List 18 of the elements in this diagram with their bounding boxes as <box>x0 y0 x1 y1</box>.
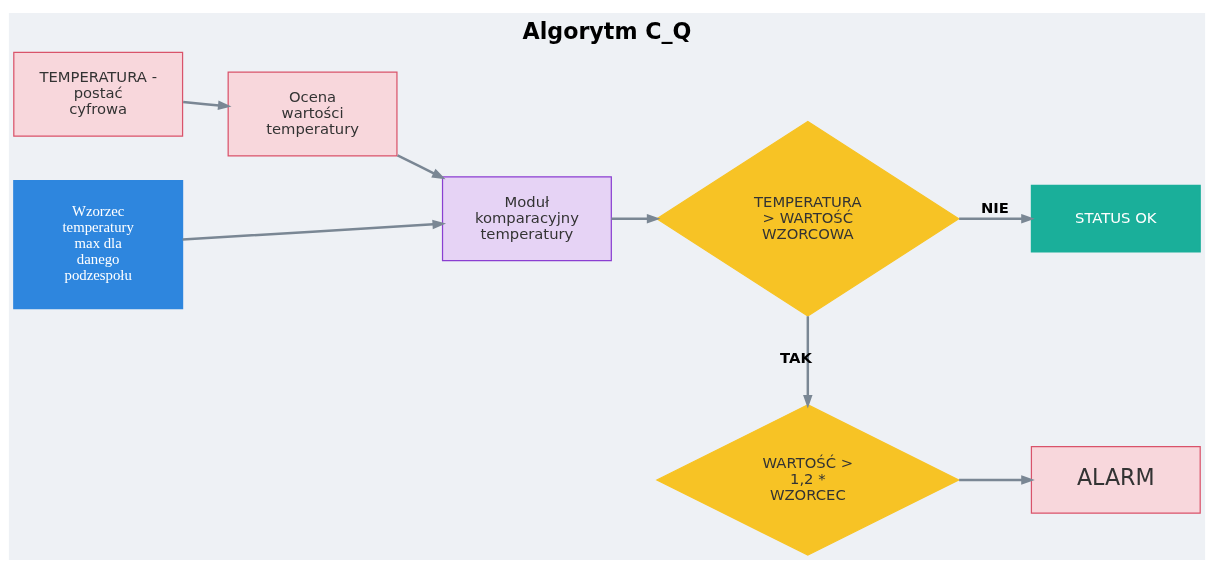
node-diamond: TEMPERATURA > WARTOŚĆ WZORCOWA <box>655 120 960 317</box>
edge-label: TAK <box>780 349 812 367</box>
node-box: Wzorzec temperatury max dla danego podzespołu <box>13 179 184 310</box>
diagram-title: Algorytm C_Q <box>522 18 692 45</box>
node-box: Moduł komparacyjny temperatury <box>441 176 612 262</box>
arrow <box>611 214 661 224</box>
node-box: TEMPERATURA - postać cyfrowa <box>13 51 184 137</box>
arrow <box>397 154 446 180</box>
arrow <box>959 214 1035 224</box>
arrow <box>803 316 813 409</box>
arrow <box>959 475 1035 485</box>
arrow <box>183 100 232 111</box>
node-box: ALARM <box>1030 446 1201 514</box>
node-box: STATUS OK <box>1030 184 1201 253</box>
node-box: Ocena wartości temperatury <box>227 71 398 157</box>
node-diamond: WARTOŚĆ > 1,2 * WZORCEC <box>655 404 961 556</box>
arrow <box>182 219 447 241</box>
edge-label: NIE <box>980 199 1009 217</box>
